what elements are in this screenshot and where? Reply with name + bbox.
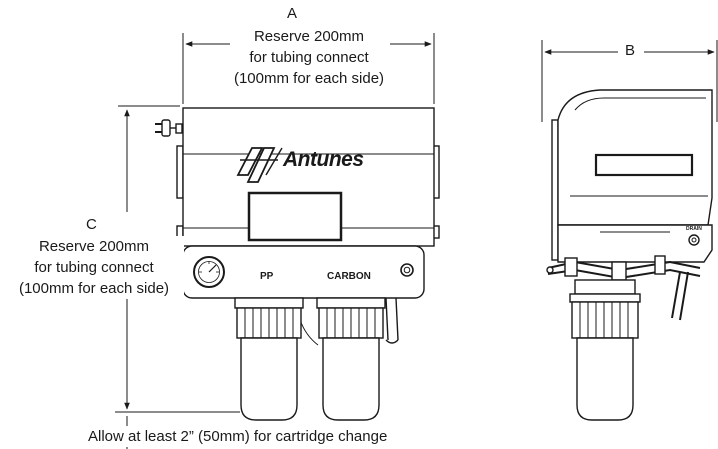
drain-label: DRAIN xyxy=(686,226,702,232)
dimension-c-letter: C xyxy=(86,216,97,233)
dimension-c-line-2: for tubing connect xyxy=(34,259,154,276)
antunes-logo-icon xyxy=(236,147,283,183)
brand-logo-text: Antunes xyxy=(283,148,364,171)
dimension-a-label: Reserve 200mm for tubing connect (100mm … xyxy=(200,26,418,89)
dimension-a-line-3: (100mm for each side) xyxy=(233,70,385,87)
drain-fitting-icon xyxy=(688,234,700,246)
dimension-a-line-2: for tubing connect xyxy=(249,49,369,66)
dimension-b-letter: B xyxy=(625,42,636,59)
cartridge-change-note: Allow at least 2” (50mm) for cartridge c… xyxy=(86,426,390,447)
dimension-b-lines xyxy=(541,40,718,122)
dimension-c-line-3: (100mm for each side) xyxy=(18,280,170,297)
carbon-filter-label: CARBON xyxy=(327,271,371,282)
pressure-gauge-icon xyxy=(193,256,225,288)
power-plug-icon xyxy=(155,119,183,137)
dimension-c-line-1: Reserve 200mm xyxy=(38,238,150,255)
dimension-a-lines xyxy=(182,33,435,104)
dimension-a-letter: A xyxy=(287,5,298,22)
side-view-unit xyxy=(546,89,713,421)
outlet-fitting-icon xyxy=(400,263,414,277)
dimension-c-label: Reserve 200mm for tubing connect (100mm … xyxy=(4,236,184,299)
carbon-filter-cartridge xyxy=(316,297,386,421)
dimension-a-line-1: Reserve 200mm xyxy=(253,28,365,45)
front-view-unit xyxy=(155,107,440,421)
pp-filter-cartridge xyxy=(234,297,304,421)
pp-filter-label: PP xyxy=(260,271,274,282)
